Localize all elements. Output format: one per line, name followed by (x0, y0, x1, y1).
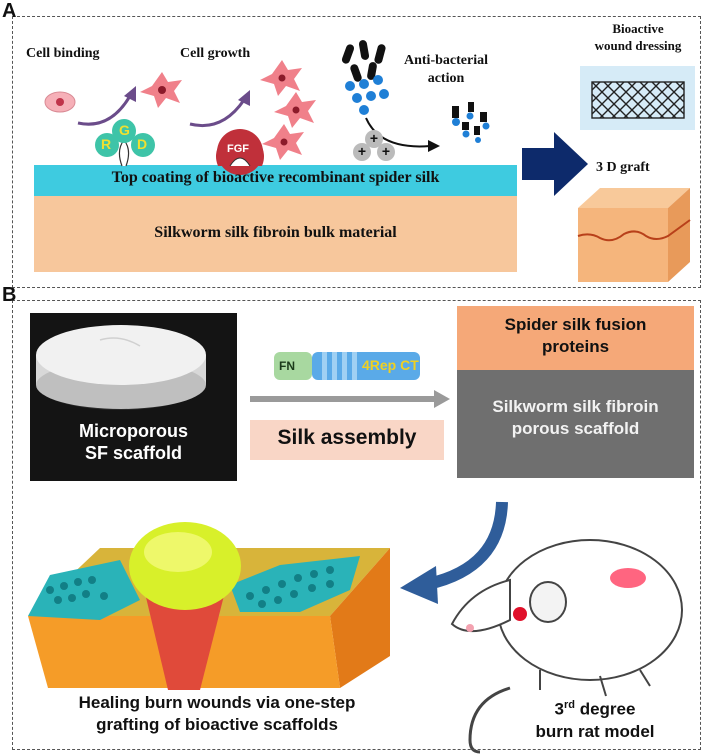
svg-text:+: + (370, 130, 378, 146)
rep-ct-label: 4Rep CT (362, 357, 419, 373)
anti-bacterial-arrow (365, 117, 431, 148)
dressing-line1: Bioactive (612, 21, 664, 36)
dressing-line2: wound dressing (594, 38, 682, 53)
photo-caption-line2: SF scaffold (84, 443, 182, 463)
rgd-motif-icon (95, 119, 155, 167)
scaffold-photo-caption: Microporous SF scaffold (30, 420, 237, 464)
spider-fusion-label: Spider silk fusion proteins (457, 314, 694, 358)
panel-a-letter: A (2, 0, 17, 22)
silk-assembly-box (250, 420, 444, 460)
rat-image (450, 539, 683, 754)
healing-caption: Healing burn wounds via one-step graftin… (22, 692, 412, 736)
silkworm-line2: porous scaffold (511, 419, 640, 438)
rat-degree-suffix: rd (563, 699, 575, 711)
healing-line2: grafting of bioactive scaffolds (96, 715, 338, 734)
silkworm-scaffold-label: Silkworm silk fibroin porous scaffold (457, 396, 694, 440)
rat-degree-word: degree (574, 699, 636, 719)
panel-b-letter: B (2, 284, 17, 306)
spider-fusion-line2: proteins (541, 337, 610, 356)
big-right-arrow (522, 132, 588, 196)
cationic-peptide-icon: + + + (353, 130, 395, 161)
dead-bacteria-icon (452, 102, 490, 143)
healing-line1: Healing burn wounds via one-step (78, 693, 356, 712)
rat-line1: 3rd degree (520, 694, 670, 721)
star-cell-binding (140, 72, 182, 108)
fn-domain-label: FN (279, 359, 295, 373)
bacteria-icon (341, 40, 386, 82)
curved-arrow-growth (189, 99, 246, 128)
graft-block-image (577, 188, 691, 282)
rat-model-caption: 3rd degree burn rat model (520, 694, 670, 743)
panel-b-frame (12, 300, 701, 750)
rat-line2: burn rat model (535, 721, 655, 741)
svg-text:+: + (358, 143, 366, 159)
rgd-g-label: G (119, 122, 130, 138)
label-cell-growth: Cell growth (180, 46, 251, 61)
cell-icon (44, 91, 76, 113)
fgf-label: FGF (227, 143, 249, 155)
bulk-material-label: Silkworm silk fibroin bulk material (154, 224, 397, 241)
silkworm-scaffold-box (457, 370, 694, 478)
silkworm-line1: Silkworm silk fibroin (492, 397, 659, 416)
protein-construct-icon (274, 352, 420, 380)
rgd-d-label: D (137, 136, 148, 152)
wound-tissue-image (28, 522, 390, 690)
svg-text:+: + (382, 143, 390, 159)
anti-bacterial-line1: Anti-bacterial (404, 53, 488, 68)
anti-bacterial-line2: action (427, 71, 465, 86)
spider-fusion-line1: Spider silk fusion (504, 315, 647, 334)
coating-layer (34, 165, 517, 196)
label-wound-dressing: Bioactive wound dressing (576, 20, 700, 54)
photo-caption-line1: Microporous (78, 421, 188, 441)
rgd-r-label: R (101, 136, 112, 152)
process-arrow (250, 396, 436, 402)
dressing-mesh (591, 81, 685, 119)
rat-degree-number: 3 (554, 699, 564, 719)
label-cell-binding: Cell binding (26, 46, 100, 61)
spider-fusion-box (457, 306, 694, 370)
star-cell-growth (260, 60, 316, 160)
curved-down-arrow (426, 501, 508, 590)
top-coating-label: Top coating of bioactive recombinant spi… (111, 169, 440, 186)
label-3d-graft: 3 D graft (596, 160, 650, 175)
panel-a-frame (12, 16, 701, 288)
silk-assembly-label: Silk assembly (277, 426, 417, 449)
fgf-icon (215, 129, 264, 175)
wound-dressing-image (580, 66, 695, 130)
label-anti-bacterial: Anti-bacterial action (404, 52, 488, 88)
bulk-layer (34, 196, 517, 272)
curved-arrow-binding (77, 95, 132, 126)
